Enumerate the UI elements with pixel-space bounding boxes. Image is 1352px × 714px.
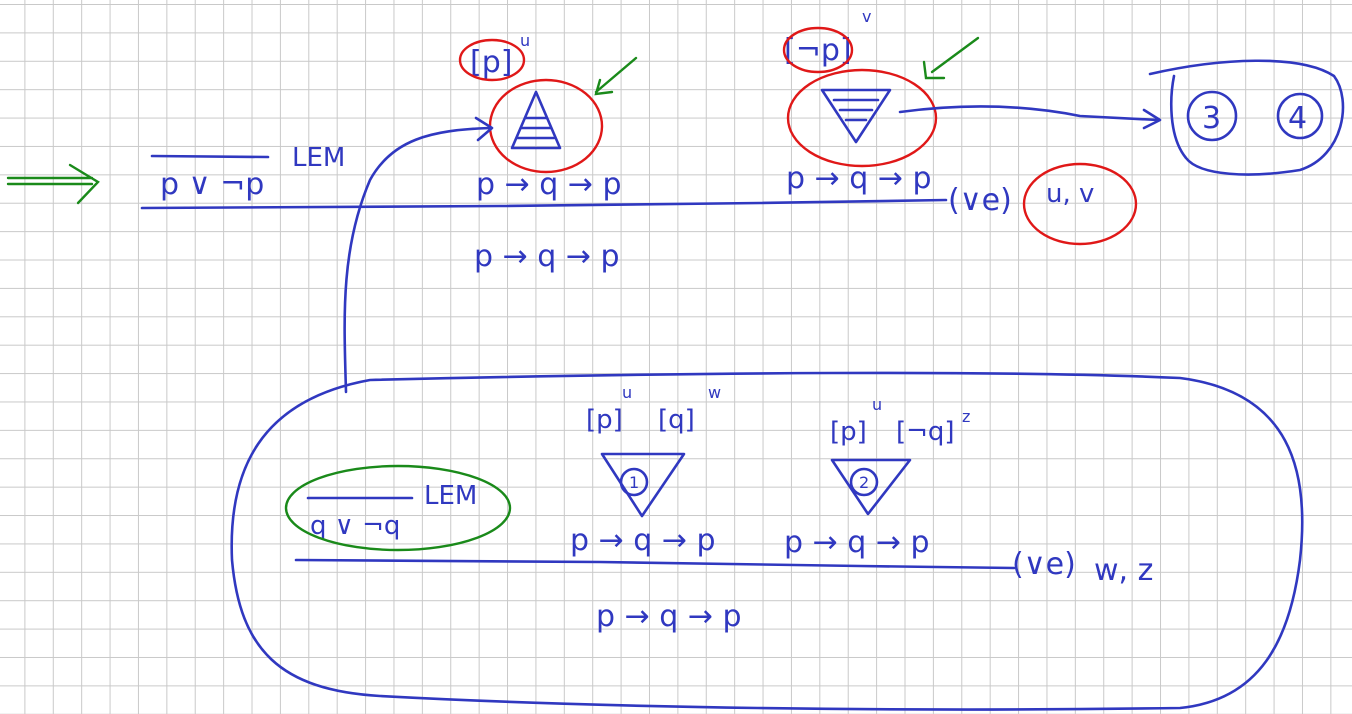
outer-final-conclusion: p → q → p	[474, 239, 620, 274]
outer-major-premise: p ∨ ¬p	[160, 167, 264, 202]
highlight-circle	[1022, 162, 1138, 246]
inner-left-hypothesis-2: [q]	[658, 405, 695, 435]
inner-left-conclusion: p → q → p	[570, 523, 716, 558]
inner-left-hypothesis-1-label: u	[622, 383, 632, 402]
inner-right-subproof-number: 2	[859, 473, 869, 492]
outer-right-conclusion: p → q → p	[786, 161, 932, 196]
inner-right-hypothesis-2-label: z	[962, 407, 970, 426]
inner-right-hypothesis-1: [p]	[830, 417, 867, 447]
highlight-circle	[786, 68, 938, 168]
left-subproof-triangle-icon	[510, 90, 562, 150]
goal-4: 4	[1288, 101, 1307, 136]
start-arrow-icon	[6, 163, 100, 205]
goal-3: 3	[1202, 101, 1221, 136]
goal-circle	[1186, 90, 1238, 142]
highlight-circle	[782, 26, 854, 74]
inner-left-hypothesis-2-label: w	[708, 383, 721, 402]
outer-left-conclusion: p → q → p	[476, 167, 622, 202]
inner-right-conclusion: p → q → p	[784, 525, 930, 560]
pointer-arrow-icon	[594, 56, 638, 96]
outer-right-hypothesis: [¬p]	[784, 33, 852, 68]
inner-lem-label: LEM	[424, 481, 477, 511]
inner-inference-bar	[294, 558, 1016, 570]
pointer-arrow-icon	[922, 36, 980, 80]
right-subproof-triangle-icon	[830, 458, 912, 516]
goal-circle	[1276, 92, 1324, 140]
right-subproof-triangle-icon	[820, 88, 892, 144]
outer-proof: p ∨ ¬p LEM [p] u p → q → p [¬p] v p → q …	[140, 7, 1138, 274]
outer-discharged-labels: u, v	[1046, 179, 1094, 209]
inner-proof: q ∨ ¬q LEM [p] u [q] w 1 p → q → p [p] u…	[230, 371, 1304, 711]
highlight-circle	[458, 38, 526, 82]
highlight-circle	[488, 78, 604, 174]
connector-arrow-icon	[343, 116, 494, 394]
outer-inference-bar	[140, 198, 948, 210]
outer-left-hypothesis-label: u	[520, 31, 530, 50]
outer-left-hypothesis: [p]	[470, 45, 512, 80]
outer-lem-label: LEM	[292, 143, 345, 173]
inner-left-hypothesis-1: [p]	[586, 405, 623, 435]
inner-proof-bubble	[230, 371, 1304, 711]
highlight-circle	[284, 464, 512, 552]
inner-left-subproof-number: 1	[629, 473, 639, 492]
inner-right-hypothesis-2: [¬q]	[896, 417, 955, 447]
inner-discharged-labels: w, z	[1094, 553, 1153, 588]
lem-bar	[150, 154, 270, 159]
goals-bubble: 3 4	[1148, 59, 1345, 176]
outer-rule-label: (∨e)	[948, 183, 1012, 218]
goal-arrow-icon	[898, 105, 1162, 130]
left-subproof-triangle-icon	[600, 452, 686, 518]
inner-right-hypothesis-1-label: u	[872, 395, 882, 414]
outer-right-hypothesis-label: v	[862, 7, 871, 26]
inner-major-premise: q ∨ ¬q	[310, 511, 400, 541]
inner-final-conclusion: p → q → p	[596, 599, 742, 634]
inner-rule-label: (∨e)	[1012, 547, 1076, 582]
